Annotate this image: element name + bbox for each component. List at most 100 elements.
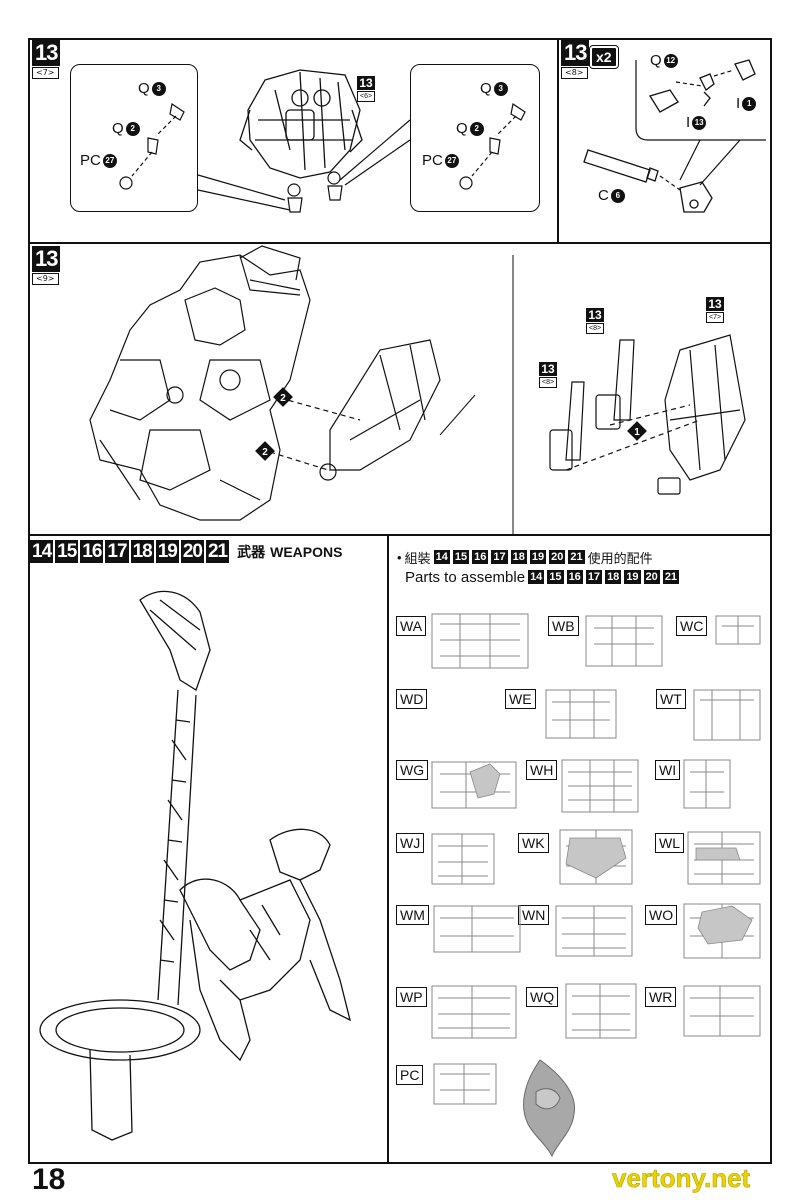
runner-label-wg: WG [396,760,429,780]
divider-middle-row [28,534,772,536]
part-letter: PC [422,152,443,169]
step-number: 13 [32,40,61,66]
step-number: 13 [561,40,590,66]
runner-label-wr: WR [645,987,677,1007]
parts-step-18: 18 [510,550,527,564]
sub-tag-sub: <6> [357,91,376,102]
parts-step-17: 17 [491,550,508,564]
divider-bottom-vertical [387,534,389,1164]
runner-label-wl: WL [655,833,684,853]
parts-line-cn: • 組裝 14 15 16 17 18 19 20 21 使用的配件 [397,547,679,567]
parts-step-14: 14 [433,550,450,564]
runner-label-wq: WQ [526,987,559,1007]
runner-label-wt: WT [656,689,686,709]
parts-to-assemble-header: • 組裝 14 15 16 17 18 19 20 21 使用的配件 Parts… [397,547,680,587]
parts-step-17: 17 [585,570,603,584]
runner-label-wc: WC [676,616,708,636]
step-number-15: 15 [55,540,79,563]
part-number-badge: 12 [663,53,678,68]
sub-tag-sub: <8> [586,323,605,334]
parts-step-15: 15 [452,550,470,564]
step-tag-13-8: 13 <8> [561,40,590,79]
part-letter: Q [480,80,492,97]
sub-tag-number: 13 [357,76,375,90]
parts-line-cn-suffix: 使用的配件 [587,550,653,566]
callout-right [410,64,540,212]
step-number: 13 [32,246,61,272]
runner-label-wh: WH [526,760,558,780]
part-letter: Q [138,80,150,97]
callout-left [70,64,198,212]
runner-label-pc: PC [396,1065,424,1085]
runner-label-wb: WB [548,616,579,636]
step-number-19: 19 [155,540,179,563]
parts-step-16: 16 [472,550,489,564]
part-letter: Q [650,52,662,69]
divider-top-vertical [557,38,559,242]
runner-label-wo: WO [645,905,678,925]
sub-tag-sub: <7> [706,312,725,323]
runner-label-wi: WI [655,760,681,780]
sub-tag-13-7: 13 <7> [706,297,725,323]
site-watermark: vertony.net [612,1163,751,1194]
part-number-badge: 1 [742,96,757,111]
sub-tag-number: 13 [586,308,604,322]
part-letter: I [736,95,741,112]
part-number-badge: 3 [493,81,508,96]
parts-step-15: 15 [547,570,564,584]
runner-label-wk: WK [518,833,549,853]
step-sub: <9> [32,273,59,285]
weapons-title-en: WEAPONS [270,543,343,560]
sub-tag-13-8-b: 13 <8> [539,362,558,388]
runner-label-wn: WN [518,905,550,925]
step-tag-13-7: 13 <7> [32,40,61,79]
weapons-header: 14 15 16 17 18 19 20 21 武器 WEAPONS [30,540,342,563]
runner-label-wa: WA [396,616,427,636]
part-number-badge: 2 [469,121,484,136]
page-frame [28,38,772,1164]
runner-label-we: WE [505,689,536,709]
part-number-badge: 2 [125,121,140,136]
parts-step-14: 14 [528,570,545,584]
step-number-16: 16 [80,540,104,563]
parts-step-19: 19 [624,570,641,584]
sub-tag-sub: <8> [539,377,558,388]
parts-step-21: 21 [662,570,680,584]
step-number-18: 18 [130,540,154,563]
weapons-title-cn: 武器 [237,543,266,560]
part-number-badge: 13 [692,115,707,130]
parts-step-18: 18 [605,570,622,584]
part-number-badge: 27 [444,153,459,168]
step-sub: <8> [561,67,588,79]
part-number-badge: 3 [151,81,166,96]
part-letter: Q [112,120,124,137]
sub-tag-13-8-a: 13 <8> [586,308,605,334]
parts-step-19: 19 [529,550,547,564]
parts-line-en-text: Parts to assemble [405,568,526,586]
part-number-badge: 6 [610,188,625,203]
parts-step-21: 21 [568,550,585,564]
quantity-badge: x2 [589,45,619,69]
runner-label-wd: WD [396,689,428,709]
part-letter: C [598,187,609,204]
part-letter: PC [80,152,101,169]
parts-step-20: 20 [549,550,566,564]
sub-tag-number: 13 [706,297,724,311]
part-letter: Q [456,120,468,137]
step-number-14: 14 [30,540,54,563]
parts-step-16: 16 [566,570,583,584]
parts-step-20: 20 [643,570,660,584]
runner-label-wp: WP [396,987,427,1007]
divider-top-row [28,242,772,244]
page-number: 18 [32,1163,66,1196]
